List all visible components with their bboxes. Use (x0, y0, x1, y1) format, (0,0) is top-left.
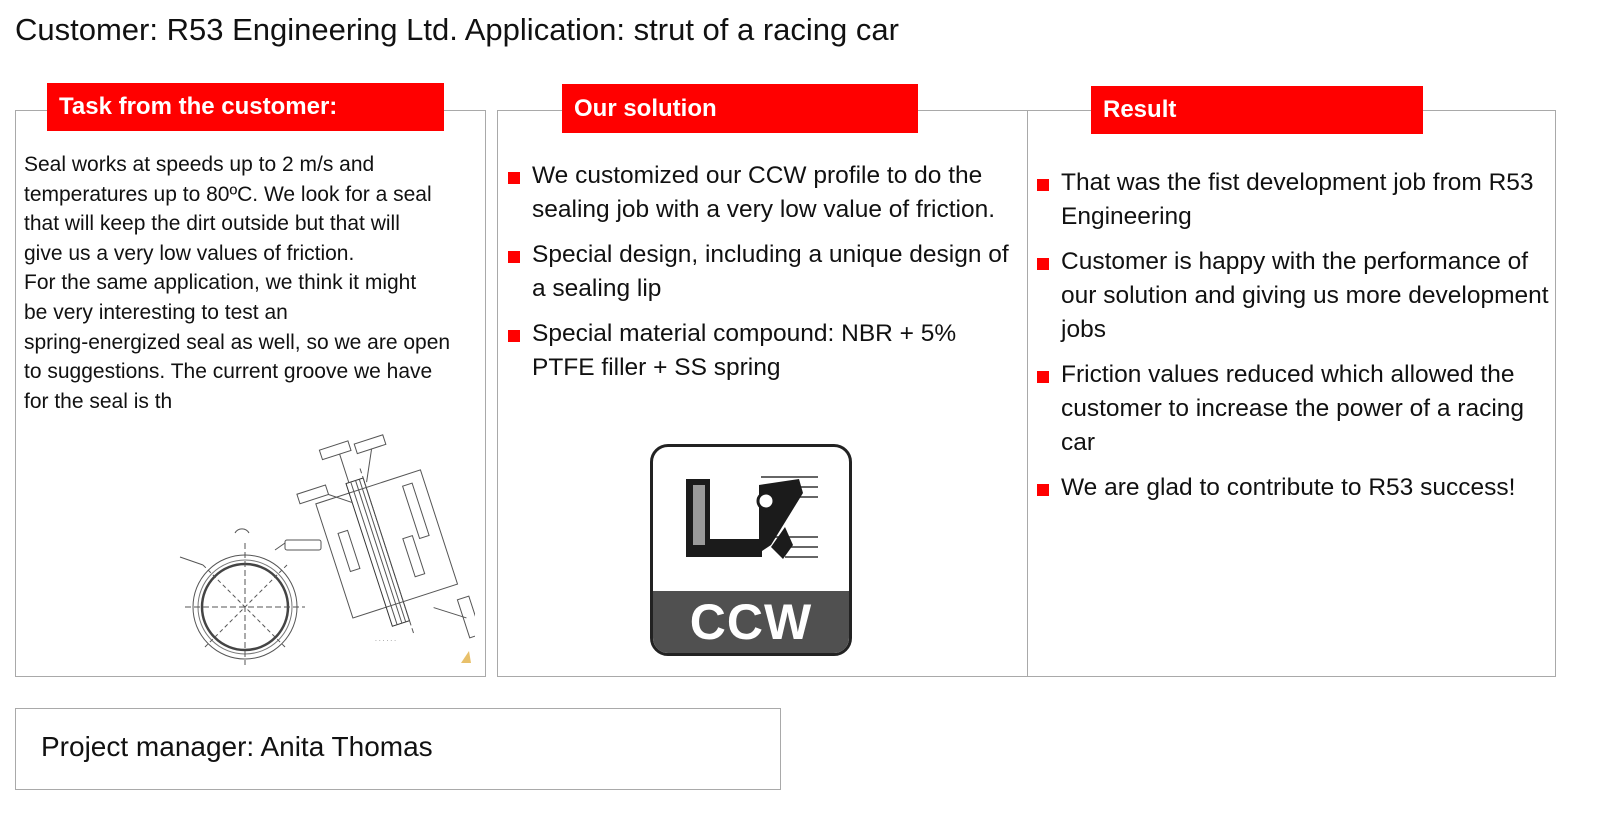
task-line: that will keep the dirt outside but that… (24, 212, 400, 236)
task-line: spring-energized seal as well, so we are… (24, 330, 451, 354)
list-item: Special design, including a unique desig… (508, 238, 1018, 306)
page-title: Customer: R53 Engineering Ltd. Applicati… (15, 12, 899, 47)
list-item: That was the fist development job from R… (1037, 166, 1553, 234)
list-item-text: We customized our CCW profile to do the … (532, 162, 995, 223)
task-line: give us a very low values of friction. (24, 241, 355, 265)
list-item: Friction values reduced which allowed th… (1037, 358, 1553, 460)
task-line: Seal works at speeds up to 2 m/s and (24, 153, 375, 176)
ccw-label: CCW (653, 591, 849, 653)
ccw-seal-profile-icon: CCW (650, 444, 852, 656)
list-item-text: Special design, including a unique desig… (532, 241, 1009, 302)
red-square-bullet-icon (508, 172, 520, 184)
list-item-text: Friction values reduced which allowed th… (1061, 361, 1525, 456)
list-item-text: We are glad to contribute to R53 success… (1061, 474, 1516, 501)
project-manager-box: Project manager: Anita Thomas (15, 708, 781, 790)
red-square-bullet-icon (1037, 371, 1049, 383)
task-line: For the same application, we think it mi… (24, 271, 417, 295)
solution-list: We customized our CCW profile to do the … (508, 159, 1018, 396)
red-square-bullet-icon (1037, 179, 1049, 191)
task-line: be very interesting to test an (24, 300, 288, 324)
task-panel (15, 110, 486, 677)
task-header: Task from the customer: (47, 83, 444, 131)
list-item-text: That was the fist development job from R… (1061, 169, 1534, 230)
list-item: Customer is happy with the performance o… (1037, 245, 1553, 347)
svg-text:· · · · · ·: · · · · · · (375, 638, 396, 645)
task-description: Seal works at speeds up to 2 m/s and tem… (24, 150, 479, 416)
task-line: to suggestions. The current groove we ha… (24, 360, 433, 384)
list-item: We customized our CCW profile to do the … (508, 159, 1018, 227)
list-item: Special material compound: NBR + 5% PTFE… (508, 317, 1018, 385)
list-item-text: Special material compound: NBR + 5% PTFE… (532, 320, 957, 381)
task-line: for the seal is th (24, 389, 173, 413)
technical-drawing-icon: · · · · · · (179, 434, 475, 665)
solution-header: Our solution (562, 84, 918, 133)
result-header: Result (1091, 86, 1423, 134)
red-square-bullet-icon (508, 330, 520, 342)
task-line: temperatures up to 80ºC. We look for a s… (24, 182, 432, 206)
red-square-bullet-icon (508, 251, 520, 263)
project-manager-text: Project manager: Anita Thomas (41, 731, 433, 762)
list-item-text: Customer is happy with the performance o… (1061, 248, 1549, 343)
red-square-bullet-icon (1037, 484, 1049, 496)
result-panel (1027, 110, 1556, 677)
result-list: That was the fist development job from R… (1037, 166, 1553, 516)
list-item: We are glad to contribute to R53 success… (1037, 471, 1553, 505)
red-square-bullet-icon (1037, 258, 1049, 270)
